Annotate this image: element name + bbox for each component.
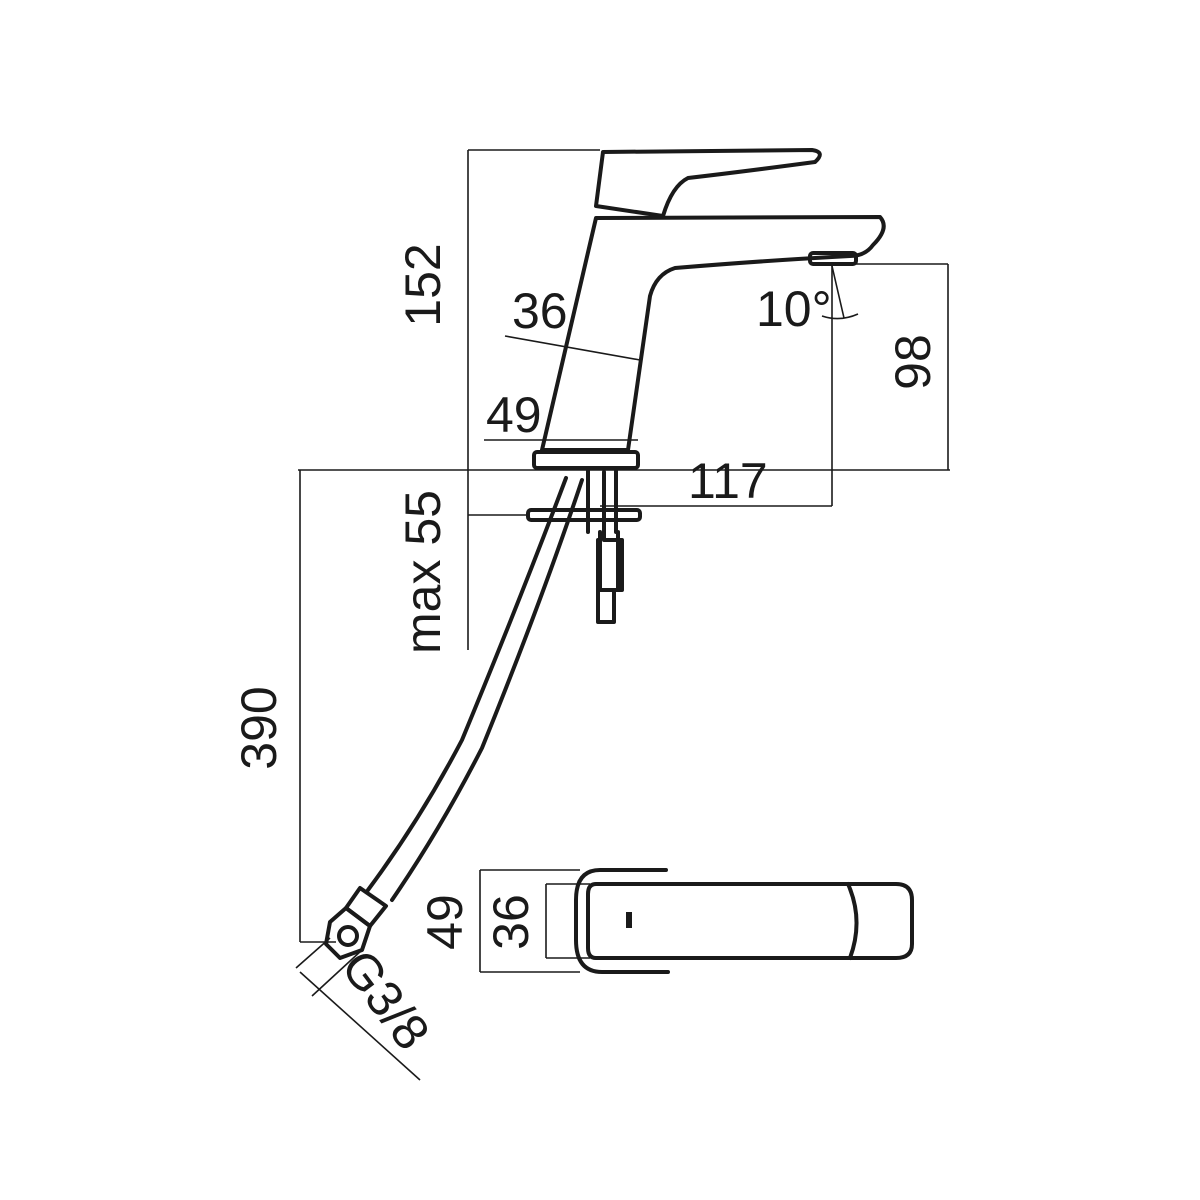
nut-detail <box>337 925 359 947</box>
dim-line-g38-b <box>311 949 363 997</box>
label-spout-height: 98 <box>885 334 941 390</box>
hose-ferrule <box>344 886 388 928</box>
label-spout-reach: 117 <box>688 453 768 509</box>
mounting-rod-outline <box>596 470 624 592</box>
hose-right-edge <box>390 478 584 902</box>
top-view-handle <box>586 882 914 960</box>
label-base-diameter: 49 <box>486 387 542 443</box>
mounting-washer <box>526 508 642 522</box>
label-top-width: 49 <box>417 894 473 950</box>
faucet-top-view <box>574 868 914 974</box>
hose-left-edge <box>366 476 568 892</box>
dim-line-g38-c <box>299 971 421 1081</box>
faucet-side-view <box>526 148 886 624</box>
dimension-labels: 152 36 49 10° 98 117 max 55 390 G3/8 49 … <box>231 243 941 1060</box>
label-hose-connection: G3/8 <box>331 940 441 1060</box>
angle-arc-10 <box>821 313 859 320</box>
label-spout-angle: 10° <box>756 281 832 337</box>
label-total-height: 152 <box>395 243 451 326</box>
lever-handle <box>594 148 822 218</box>
flex-hose <box>324 476 584 960</box>
label-max-deck: max 55 <box>395 490 451 654</box>
dim-line-36-side <box>504 335 641 361</box>
aerator <box>808 251 858 266</box>
label-hose-length: 390 <box>231 686 287 769</box>
top-view-handle-curve <box>846 882 859 960</box>
base-plate <box>532 450 640 470</box>
top-view-base <box>574 868 670 974</box>
angle-line-10 <box>831 265 845 319</box>
dim-line-g38-a <box>295 937 331 969</box>
top-view-marker <box>626 912 632 928</box>
dimension-lines <box>295 149 950 1081</box>
label-top-inner-width: 36 <box>483 894 539 950</box>
label-body-width: 36 <box>512 283 568 339</box>
